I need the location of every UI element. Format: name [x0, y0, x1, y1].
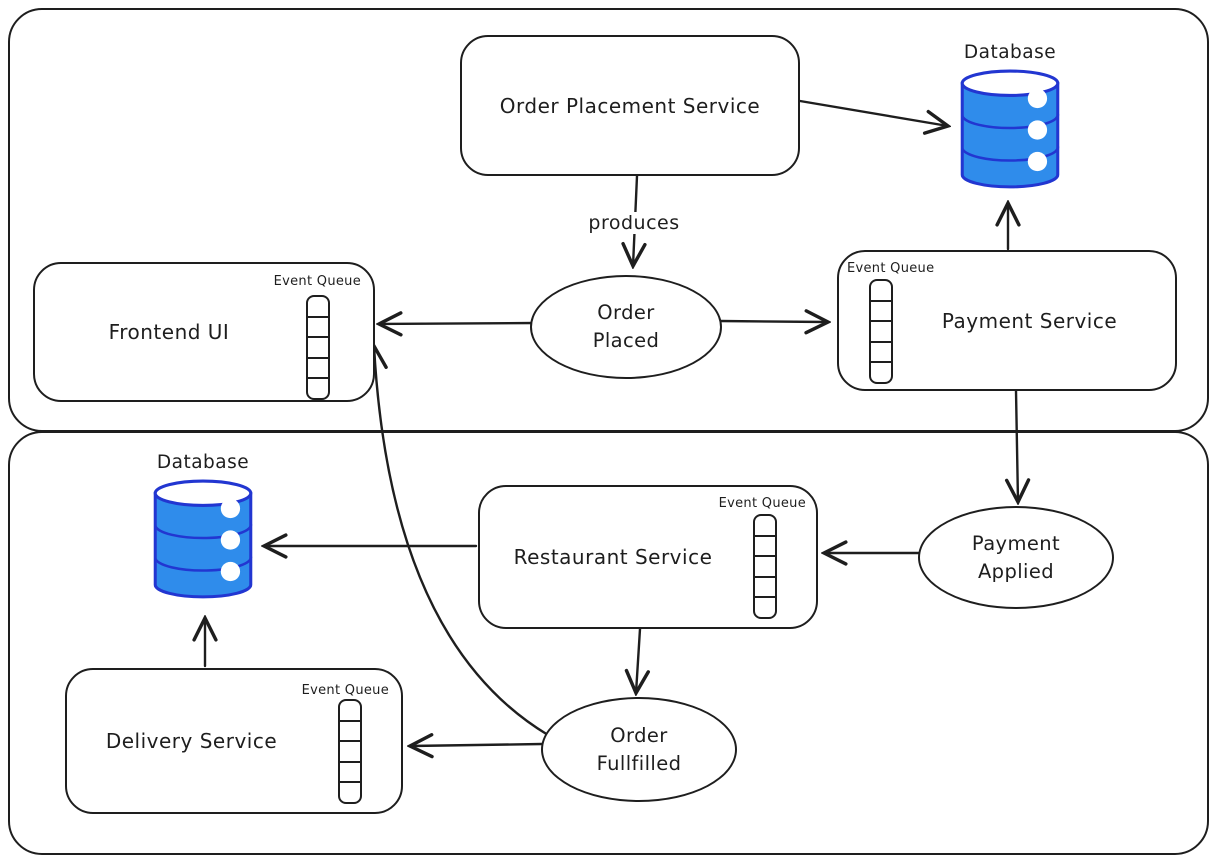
edge-label-produces: produces: [582, 212, 686, 234]
database-icon: [153, 479, 253, 599]
queue-cell: [308, 297, 328, 316]
queue-cell: [755, 516, 775, 535]
queue-cell: [308, 315, 328, 337]
queue-cell: [755, 596, 775, 617]
queue-cell: [340, 701, 360, 720]
node-frontend-ui: Frontend UI Event Queue: [33, 262, 375, 402]
node-order-placement-service: Order Placement Service: [460, 35, 800, 176]
queue-cell: [871, 340, 891, 362]
event-order-placed: Order Placed: [530, 275, 722, 379]
node-payment-service: Payment Service Event Queue: [837, 250, 1177, 391]
node-label: Frontend UI: [108, 320, 230, 344]
queue-cell: [308, 336, 328, 357]
queue-cell: [340, 740, 360, 761]
queue-cell: [340, 781, 360, 802]
event-queue-icon: [306, 295, 330, 400]
queue-cell: [871, 299, 891, 321]
queue-cell: [308, 377, 328, 398]
event-label-line: Applied: [977, 559, 1055, 583]
event-label-line: Fullfilled: [596, 751, 682, 775]
node-label: Order Placement Service: [499, 93, 761, 118]
event-queue-label: Event Queue: [847, 261, 935, 276]
node-label: Payment Service: [941, 308, 1118, 333]
event-queue-icon: [338, 699, 362, 804]
node-delivery-service: Delivery Service Event Queue: [65, 668, 403, 814]
event-queue-icon: [869, 279, 893, 384]
database-bottom: Database: [150, 452, 256, 603]
event-label-line: Placed: [592, 329, 660, 352]
queue-cell: [871, 361, 891, 382]
event-payment-applied: Payment Applied: [918, 506, 1114, 609]
event-label-line: Payment: [971, 531, 1061, 555]
database-label: Database: [963, 42, 1057, 63]
node-restaurant-service: Restaurant Service Event Queue: [478, 485, 818, 629]
event-queue-label: Event Queue: [301, 683, 389, 698]
node-label: Delivery Service: [105, 729, 278, 753]
event-label-line: Order: [597, 301, 655, 325]
queue-cell: [871, 320, 891, 341]
queue-cell: [340, 719, 360, 741]
database-label: Database: [156, 452, 250, 473]
bottom-group-container: [8, 431, 1209, 855]
queue-cell: [755, 555, 775, 576]
event-queue-icon: [753, 514, 777, 619]
database-top: Database: [957, 42, 1063, 193]
queue-cell: [755, 575, 775, 597]
queue-cell: [340, 760, 360, 782]
queue-cell: [308, 356, 328, 378]
queue-cell: [755, 534, 775, 556]
event-queue-label: Event Queue: [273, 274, 361, 289]
event-order-fullfilled: Order Fullfilled: [541, 697, 737, 802]
database-icon: [960, 69, 1060, 189]
node-label: Restaurant Service: [513, 545, 713, 569]
event-queue-label: Event Queue: [718, 496, 806, 511]
event-label-line: Order: [610, 723, 668, 747]
queue-cell: [871, 281, 891, 300]
